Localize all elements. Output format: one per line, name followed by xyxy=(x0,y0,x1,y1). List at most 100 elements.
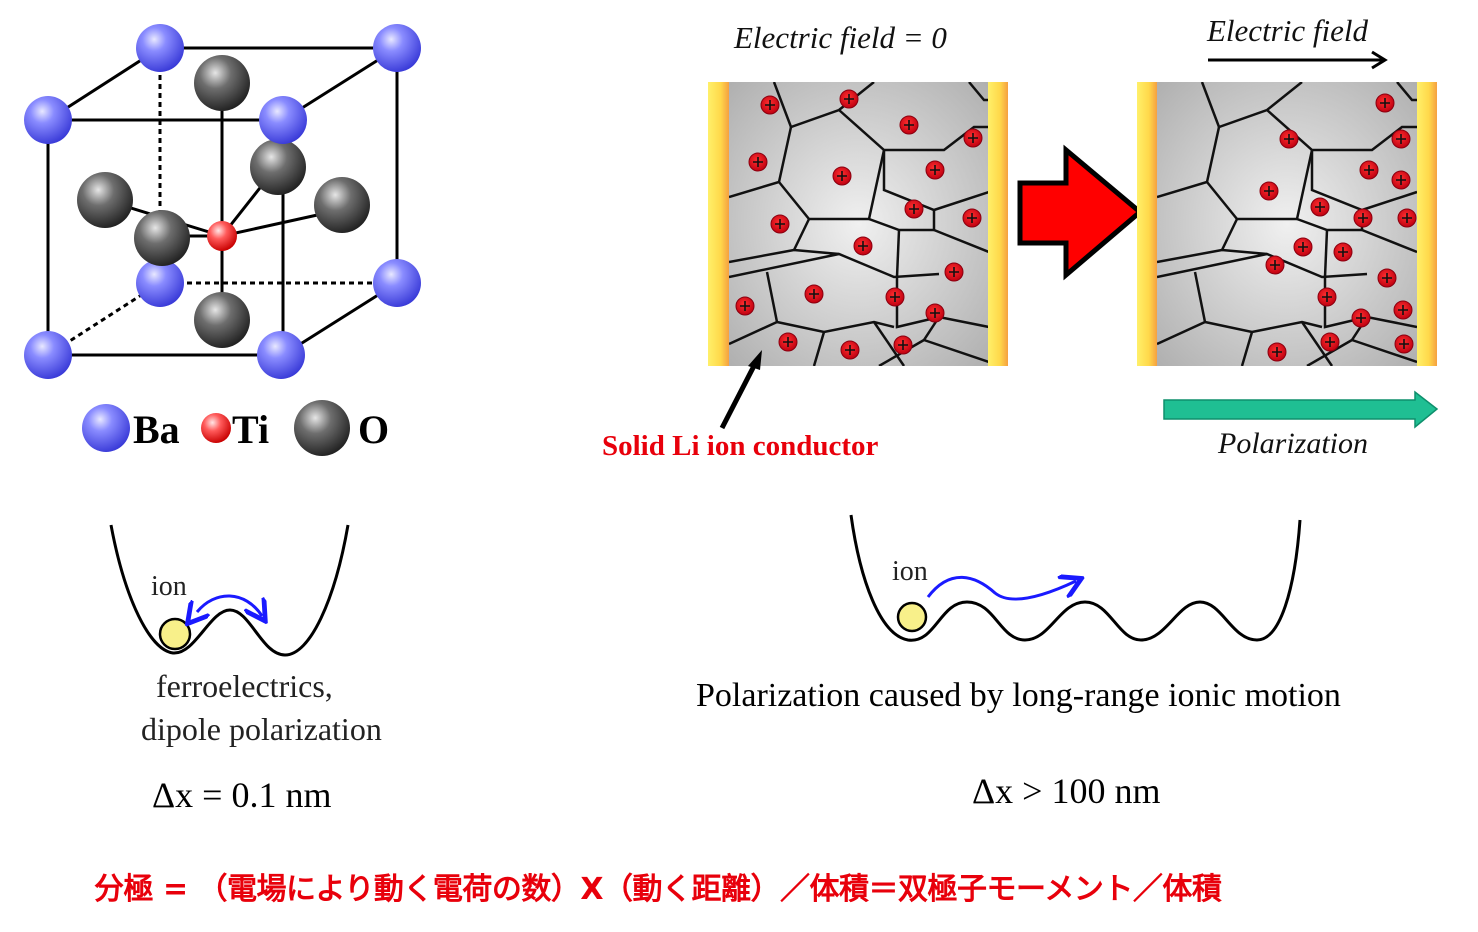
li-ion-icon xyxy=(735,296,755,316)
ba-atom xyxy=(259,96,307,144)
li-ion-icon xyxy=(804,284,824,304)
li-ion-icon xyxy=(853,236,873,256)
long-range-arrow-icon xyxy=(926,577,1076,601)
right-electrode xyxy=(988,82,1008,366)
grain-boundary xyxy=(1200,82,1303,129)
right-caption: Polarization caused by long-range ionic … xyxy=(696,677,1341,714)
o-atom xyxy=(134,210,190,266)
grain-boundary xyxy=(895,229,901,278)
li-ion-icon xyxy=(1259,181,1279,201)
left-caption-line2: dipole polarization xyxy=(141,711,382,747)
legend-ti-label: Ti xyxy=(232,407,269,452)
li-ion-icon xyxy=(1391,170,1411,190)
ba-atom xyxy=(24,331,72,379)
o-atom xyxy=(314,177,370,233)
grain-boundary xyxy=(1310,150,1417,212)
grain-boundary xyxy=(1300,321,1334,366)
right-displacement: Δx > 100 nm xyxy=(972,771,1161,811)
grain-boundary xyxy=(812,331,826,366)
li-ion-icon xyxy=(1393,300,1413,320)
polarization-label: Polarization xyxy=(1218,427,1369,460)
li-ion-icon xyxy=(1375,93,1395,113)
li-ion-icon xyxy=(1353,208,1373,228)
ba-atom xyxy=(136,259,184,307)
grain-boundary xyxy=(968,82,988,102)
li-ion-icon xyxy=(770,214,790,234)
li-ion-icon xyxy=(1310,197,1330,217)
left-panel xyxy=(708,82,1008,366)
left-electrode xyxy=(708,82,729,366)
electric-field-arrow-icon xyxy=(1208,50,1388,70)
li-ion-icon xyxy=(839,89,859,109)
li-ion-icon xyxy=(1293,237,1313,257)
li-ion-icon xyxy=(925,303,945,323)
o-atom xyxy=(194,55,250,111)
ba-atom xyxy=(373,259,421,307)
right-panel xyxy=(1137,82,1437,366)
grain-boundary xyxy=(793,248,940,279)
li-ion-icon xyxy=(1351,308,1371,328)
polarization-arrow-icon xyxy=(1163,390,1439,429)
li-ion-icon xyxy=(944,262,964,282)
li-ion-icon xyxy=(1333,242,1353,262)
li-ion-icon xyxy=(963,128,983,148)
grain-boundary xyxy=(1323,229,1329,278)
ba-atom xyxy=(24,96,72,144)
right-panel-label: Electric field xyxy=(1207,13,1368,48)
polarization-formula: 分極 = （電場により動く電荷の数）X（動く距離）／体積＝双極子モーメント／体積 xyxy=(94,872,1222,907)
li-ion-icon xyxy=(885,287,905,307)
conductor-diagram xyxy=(708,50,1439,430)
left-panel-label: Electric field = 0 xyxy=(734,20,947,55)
grain-boundary xyxy=(838,109,988,152)
grain-boundary xyxy=(1396,82,1417,102)
ion-ball xyxy=(158,617,192,651)
ba-atom xyxy=(373,24,421,72)
grain-boundary xyxy=(868,210,936,232)
o-atom xyxy=(77,172,133,228)
right-ion-label: ion xyxy=(892,556,928,587)
pointer-arrow-icon xyxy=(719,350,762,430)
legend-o-swatch xyxy=(294,400,350,456)
grain-boundary xyxy=(1206,149,1314,221)
li-ion-icon xyxy=(778,332,798,352)
multi-well-curve xyxy=(849,514,1302,642)
o-atom xyxy=(194,292,250,348)
li-ion-icon xyxy=(1391,129,1411,149)
o-atom xyxy=(250,139,306,195)
left-displacement: Δx = 0.1 nm xyxy=(152,775,332,815)
left-ion-label: ion xyxy=(151,571,187,602)
legend-ba-swatch xyxy=(82,404,130,452)
right-electrode xyxy=(1417,82,1437,366)
crystal-structure: Ba Ti O xyxy=(24,24,421,456)
ba-atom xyxy=(257,331,305,379)
li-ion-icon xyxy=(899,115,919,135)
li-ion-icon xyxy=(1320,332,1340,352)
left-electrode xyxy=(1137,82,1157,366)
grain-boundary xyxy=(933,228,988,253)
grain-boundary xyxy=(1306,338,1353,366)
grain-boundary xyxy=(778,149,886,221)
li-ion-icon xyxy=(925,160,945,180)
grain-boundary xyxy=(1361,228,1417,254)
li-ion-icon xyxy=(1394,334,1414,354)
li-ion-icon xyxy=(962,208,982,228)
legend-o-label: O xyxy=(358,407,389,452)
li-ion-icon xyxy=(904,199,924,219)
grain-boundary xyxy=(1157,252,1268,279)
li-ion-icon xyxy=(1377,268,1397,288)
double-well-curve xyxy=(109,524,350,657)
left-caption-line1: ferroelectrics, xyxy=(156,668,333,704)
li-ion-icon xyxy=(893,335,913,355)
li-ion-icon xyxy=(1267,342,1287,362)
li-ion-icon xyxy=(748,152,768,172)
oscillation-arrow-icon xyxy=(197,594,262,616)
li-ion-icon xyxy=(832,166,852,186)
grain-boundary xyxy=(1240,331,1254,366)
li-ion-icon xyxy=(1397,208,1417,228)
li-ion-icon xyxy=(1265,255,1285,275)
grain-boundary xyxy=(1221,248,1368,279)
li-ion-icon xyxy=(1359,160,1379,180)
transition-arrow-icon xyxy=(1017,144,1144,281)
grain-boundary xyxy=(1204,320,1323,334)
